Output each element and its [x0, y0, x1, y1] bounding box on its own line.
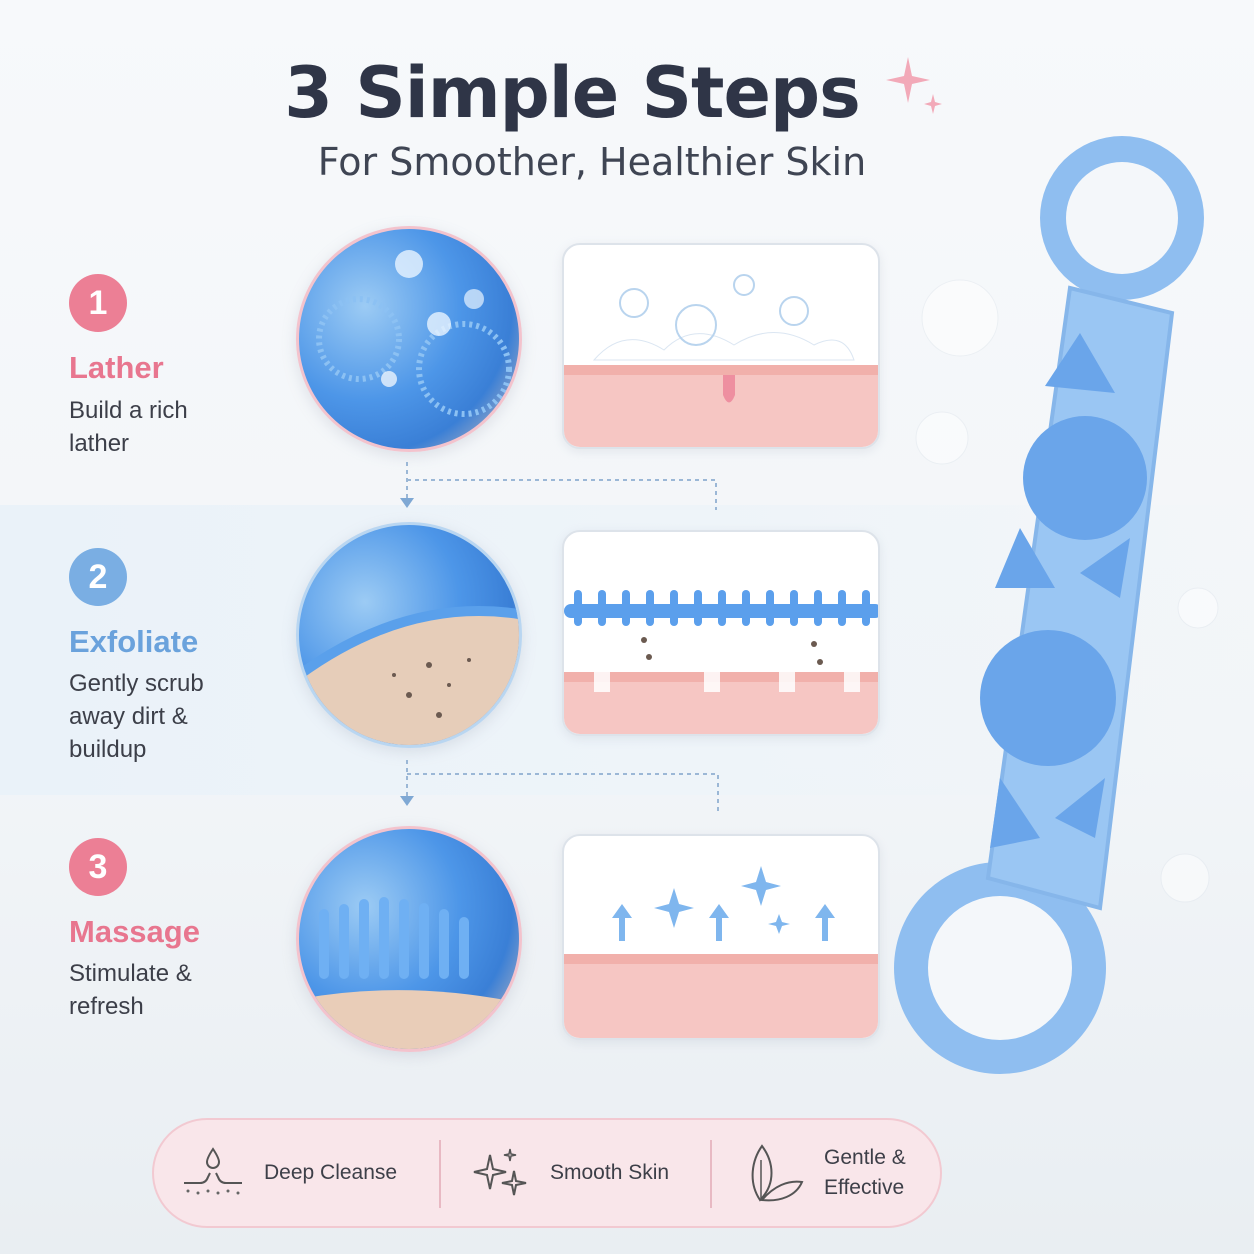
massage-closeup-image — [296, 826, 522, 1052]
page-title: 3 Simple Steps — [284, 52, 861, 134]
exfoliate-closeup-image — [296, 522, 522, 748]
step-1-title: Lather — [69, 350, 164, 385]
benefit-smooth-skin-label: Smooth Skin — [550, 1161, 670, 1184]
benefit-divider — [439, 1140, 441, 1208]
lather-closeup-image — [296, 226, 522, 452]
step-2-title: Exfoliate — [69, 624, 199, 659]
page-subtitle: For Smoother, Healthier Skin — [317, 140, 867, 184]
step-3-number-badge: 3 — [69, 838, 127, 896]
step-2-number-badge: 2 — [69, 548, 127, 606]
step-3-title: Massage — [69, 914, 200, 949]
benefits-bar: Deep Cleanse Smooth Skin Gentle & Effect… — [152, 1118, 942, 1228]
sparkle-icon — [473, 1148, 527, 1196]
step-1-number-badge: 1 — [69, 274, 127, 332]
step-2-description: Gently scrub away dirt & buildup — [69, 670, 204, 763]
benefit-gentle-effective-label: Gentle & Effective — [824, 1146, 906, 1199]
exfoliate-skin-diagram — [562, 530, 880, 736]
lather-skin-diagram — [562, 243, 880, 449]
benefit-deep-cleanse: Deep Cleanse — [178, 1120, 397, 1226]
back-scrubber-illustration — [894, 136, 1219, 1074]
step-1-description: Build a rich lather — [69, 397, 188, 457]
benefit-gentle-effective: Gentle & Effective — [744, 1120, 924, 1226]
step-3-description: Stimulate & refresh — [69, 960, 192, 1020]
pores-icon — [184, 1147, 242, 1195]
massage-skin-diagram — [562, 834, 880, 1040]
benefit-divider — [710, 1140, 712, 1208]
benefit-deep-cleanse-label: Deep Cleanse — [264, 1161, 398, 1184]
sparkle-icon — [886, 57, 942, 114]
benefit-smooth-skin: Smooth Skin — [470, 1120, 669, 1226]
leaf-icon — [751, 1144, 804, 1202]
